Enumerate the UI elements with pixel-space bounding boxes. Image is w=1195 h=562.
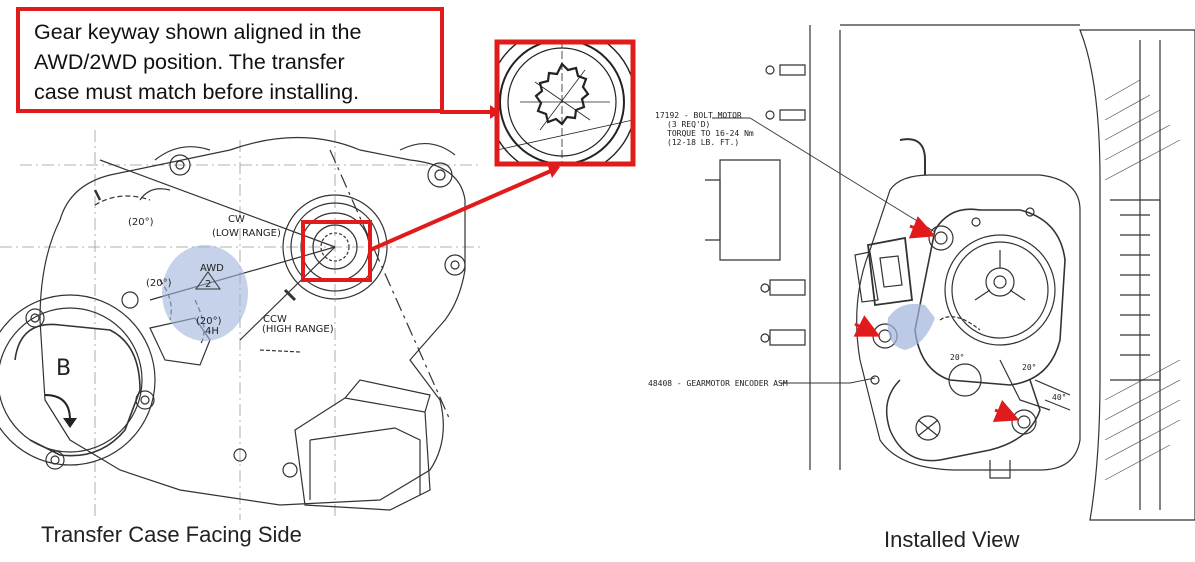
callout-line-1: Gear keyway shown aligned in the <box>34 20 362 44</box>
right-caption: Installed View <box>884 527 1020 552</box>
keyway-highlight-box <box>301 220 372 282</box>
bolt-note-line2: (3 REQ'D) <box>667 120 710 129</box>
awd-label: AWD <box>200 263 224 274</box>
low-range-label: (LOW RANGE) <box>212 228 281 239</box>
bolt-note-line3: TORQUE TO 16-24 Nm <box>667 129 754 138</box>
callout-line-3: case must match before installing. <box>34 80 360 104</box>
magnified-keyway-view <box>494 39 636 167</box>
angle-40: 40° <box>1052 393 1066 402</box>
zoom-pointer <box>369 168 554 252</box>
angle-label-b: (20°) <box>146 278 172 289</box>
transfer-case-drawing <box>0 130 480 520</box>
angle-label-a: (20°) <box>128 217 154 228</box>
fourh-label: 4H <box>205 326 219 337</box>
angle-20a: 20° <box>950 353 964 362</box>
bolt-note-line1: 17192 - BOLT MOTOR <box>655 111 742 120</box>
bolt-arrows <box>853 216 1020 423</box>
awd-highlight <box>162 245 248 341</box>
bolt-highlight <box>887 303 935 350</box>
ccw-label: CCW <box>263 314 287 325</box>
angle-label-c: (20°) <box>196 316 222 327</box>
bolt-note-line4: (12-18 LB. FT.) <box>667 138 739 147</box>
b-label: B <box>56 356 71 381</box>
left-caption: Transfer Case Facing Side <box>41 522 302 547</box>
encoder-note: 48408 - GEARMOTOR ENCODER ASM <box>648 379 788 388</box>
high-range-label: (HIGH RANGE) <box>262 324 334 335</box>
cw-label: CW <box>228 214 245 225</box>
installed-view-drawing <box>705 24 1195 521</box>
angle-20b: 20° <box>1022 363 1036 372</box>
callout-line-2: AWD/2WD position. The transfer <box>34 50 345 74</box>
awd-number: 2 <box>205 279 211 290</box>
right-labels: 17192 - BOLT MOTOR (3 REQ'D) TORQUE TO 1… <box>648 111 1066 402</box>
callout-box: Gear keyway shown aligned in the AWD/2WD… <box>16 7 444 113</box>
note-leaders <box>712 117 936 384</box>
left-labels: (20°) (20°) (20°) CW (LOW RANGE) AWD 2 C… <box>44 214 334 428</box>
